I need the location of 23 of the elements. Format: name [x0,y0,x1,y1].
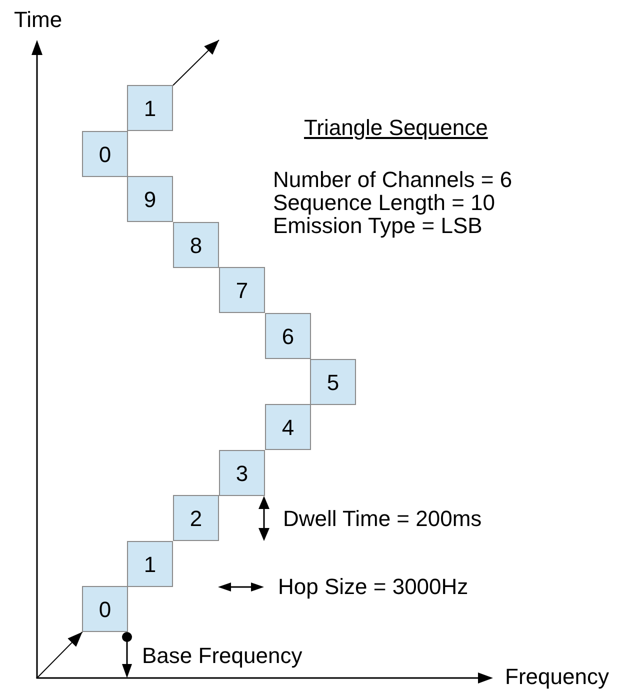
channel-box: 3 [219,450,265,496]
channel-box: 1 [127,541,173,587]
axis-title: Time [14,8,62,31]
channel-box: 0 [82,586,128,632]
channel-box: 5 [310,359,356,405]
channel-box: 0 [82,131,128,177]
heading: Triangle Sequence [304,116,488,139]
arrow [36,632,83,678]
channel-box: 1 [127,85,173,131]
channel-box: 9 [127,176,173,222]
dimension-label: Hop Size = 3000Hz [278,575,468,598]
dimension-label: Dwell Time = 200ms [283,507,482,530]
parameter-text: Sequence Length = 10 [273,191,496,214]
channel-box: 7 [219,267,265,313]
parameter-text: Number of Channels = 6 [273,168,512,191]
axis-annotation: Base Frequency [142,644,302,667]
arrow [172,40,220,86]
channel-box: 8 [173,222,219,268]
parameter-text: Emission Type = LSB [273,214,482,237]
channel-box: 6 [265,313,311,359]
channel-box: 2 [173,495,219,541]
channel-box: 4 [265,404,311,450]
axis-title: Frequency [505,665,609,688]
